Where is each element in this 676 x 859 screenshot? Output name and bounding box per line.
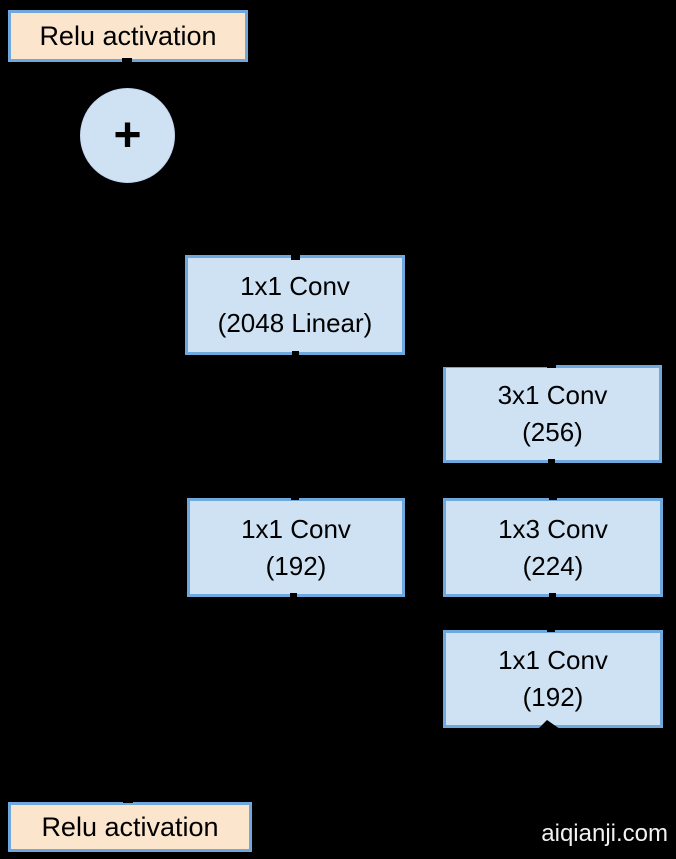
node-conv-1x3-224: 1x3 Conv (224) [443,498,663,597]
connector-notch [547,627,555,632]
node-label-line1: 3x1 Conv [497,380,608,410]
node-conv-1x1-2048-linear: 1x1 Conv (2048 Linear) [185,255,405,355]
arrowhead-icon [538,720,560,729]
node-label: Relu activation [39,20,217,51]
node-label-line2: (192) [265,550,327,581]
connector-notch [123,797,133,803]
node-label: Relu activation [41,811,219,842]
node-label-line2: (256) [522,417,583,447]
connector-notch [291,254,300,260]
connector-notch [549,495,557,500]
node-label-line1: 1x1 Conv [241,513,351,544]
node-conv-1x1-192-left: 1x1 Conv (192) [187,498,405,597]
connector-notch [548,459,555,463]
node-conv-3x1-256: 3x1 Conv (256) [443,365,662,463]
node-label-line2: (224) [522,550,584,581]
node-relu-activation-top: Relu activation [8,10,248,62]
node-relu-activation-bottom: Relu activation [8,802,252,852]
connector-line-overlay [443,364,553,367]
connector-notch [547,362,556,368]
connector-notch [292,351,299,355]
connector-notch [291,495,299,500]
watermark-text: aiqianji.com [541,820,668,847]
node-label-line2: (192) [522,682,584,712]
node-label-line2: (2048 Linear) [217,308,373,338]
connector-notch [290,593,297,597]
node-label-line1: 1x1 Conv [240,271,350,301]
connector-notch [549,593,556,597]
node-add-junction: + [80,88,175,183]
plus-icon: + [113,109,142,162]
node-label-line1: 1x1 Conv [498,645,608,675]
node-conv-1x1-192-right: 1x1 Conv (192) [443,630,663,728]
connector-notch [122,58,132,63]
node-label-line1: 1x3 Conv [498,513,608,544]
